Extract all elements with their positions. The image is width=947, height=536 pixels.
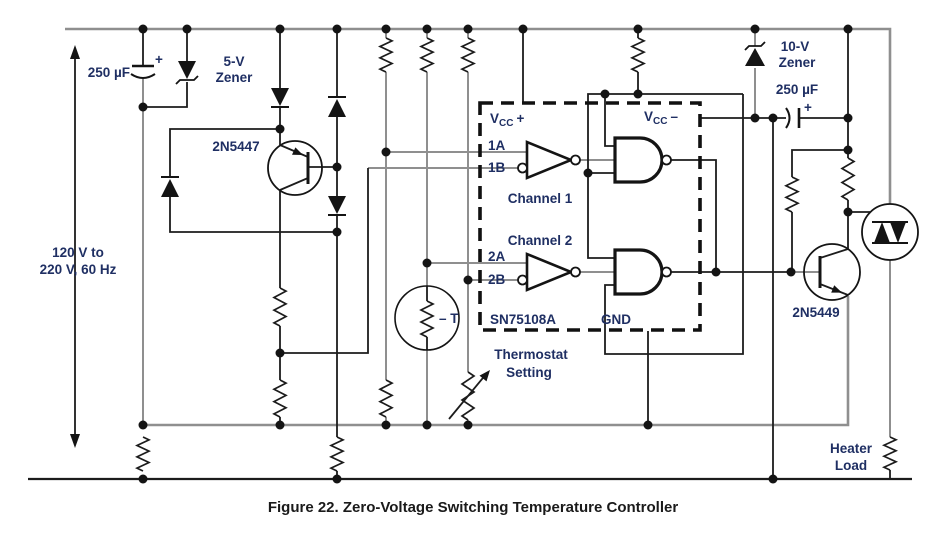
ic-channel1-label: Channel 1 bbox=[508, 191, 573, 206]
left-cap-plus: + bbox=[155, 52, 163, 67]
resistor bbox=[329, 436, 345, 472]
resistor bbox=[378, 37, 394, 73]
nand-gate-1 bbox=[613, 136, 664, 184]
diode bbox=[161, 176, 179, 197]
right-cap-plus: + bbox=[804, 100, 812, 115]
pullup-resistor bbox=[630, 37, 646, 73]
transistor-2n5449 bbox=[803, 243, 861, 301]
resistor bbox=[378, 379, 394, 418]
buffer-channel1 bbox=[525, 140, 575, 180]
ic-channel2-label: Channel 2 bbox=[508, 233, 573, 248]
inverting-input-bubble bbox=[517, 162, 528, 174]
ic-input-1a-label: 1A bbox=[488, 138, 506, 153]
nand-gate-2 bbox=[613, 248, 664, 296]
junction-dots bbox=[138, 24, 853, 484]
inverting-input-bubble bbox=[517, 274, 528, 286]
q2-label: 2N5449 bbox=[792, 305, 839, 320]
ic-input-1b-label: 1B bbox=[488, 160, 506, 175]
ic-input-2a-label: 2A bbox=[488, 249, 506, 264]
potentiometer-arrow-icon bbox=[479, 370, 490, 382]
ic-gnd-label: GND bbox=[601, 312, 631, 327]
resistor bbox=[135, 436, 151, 472]
resistors bbox=[135, 37, 899, 472]
output-bubble bbox=[570, 154, 581, 166]
ic-vcc-minus-label: VCC– bbox=[644, 109, 678, 127]
ic-dashed-border bbox=[478, 101, 702, 332]
filter-capacitor-left bbox=[130, 64, 156, 79]
buffer-channel2 bbox=[525, 252, 575, 292]
thermostat-potentiometer bbox=[460, 371, 476, 421]
ic-sn75108a bbox=[478, 101, 702, 332]
zener-diode-5v bbox=[175, 61, 199, 85]
thermostat-label-line1: Thermostat bbox=[494, 347, 568, 362]
heater-load-resistor bbox=[881, 436, 899, 471]
strobe-feedback-wire bbox=[604, 94, 744, 355]
diode bbox=[328, 196, 346, 216]
zener-diode-10v bbox=[744, 41, 766, 66]
output-bubble bbox=[570, 266, 581, 278]
diode bbox=[328, 96, 346, 117]
thermistor-element bbox=[419, 300, 435, 338]
thermistor bbox=[394, 285, 460, 351]
pnp-arrow-icon bbox=[292, 147, 303, 155]
labels: 120 V to 220 V, 60 Hz 250 µF + 5-V Zener… bbox=[40, 39, 873, 516]
output-bubble bbox=[661, 266, 672, 278]
zener10-label-line2: Zener bbox=[779, 55, 817, 70]
output-bubble bbox=[661, 154, 672, 166]
resistor bbox=[784, 176, 800, 213]
resistor bbox=[419, 37, 435, 73]
ac-source-arrow bbox=[70, 45, 80, 448]
q1-label: 2N5447 bbox=[212, 139, 259, 154]
diode bbox=[271, 88, 289, 108]
ic-vcc-plus-label: VCC+ bbox=[490, 111, 524, 129]
source-label-line2: 220 V, 60 Hz bbox=[40, 262, 117, 277]
wires-gray bbox=[65, 27, 892, 437]
top-rail bbox=[65, 27, 892, 204]
resistor bbox=[840, 157, 856, 201]
left-cap-label: 250 µF bbox=[88, 65, 130, 80]
thermostat-label-line2: Setting bbox=[506, 365, 552, 380]
resistor bbox=[460, 37, 476, 73]
arrow-up-icon bbox=[70, 45, 80, 59]
arrow-down-icon bbox=[70, 434, 80, 448]
ic-input-2b-label: 2B bbox=[488, 272, 506, 287]
resistor bbox=[272, 287, 288, 327]
triac bbox=[861, 203, 919, 261]
resistor bbox=[272, 379, 288, 418]
right-cap-label: 250 µF bbox=[776, 82, 818, 97]
source-label-line1: 120 V to bbox=[52, 245, 104, 260]
zener10-label-line1: 10-V bbox=[781, 39, 810, 54]
ic-part-number: SN75108A bbox=[490, 312, 556, 327]
filter-capacitor-right bbox=[785, 107, 801, 129]
common-rail bbox=[143, 296, 850, 427]
heater-label-line2: Load bbox=[835, 458, 867, 473]
figure-caption: Figure 22. Zero-Voltage Switching Temper… bbox=[268, 499, 679, 516]
thermistor-label: – T bbox=[439, 311, 459, 326]
zener5-label-line1: 5-V bbox=[223, 54, 244, 69]
npn-arrow-icon bbox=[831, 285, 842, 293]
zener5-label-line2: Zener bbox=[216, 70, 254, 85]
heater-label-line1: Heater bbox=[830, 441, 873, 456]
transistor-2n5447 bbox=[267, 140, 323, 196]
